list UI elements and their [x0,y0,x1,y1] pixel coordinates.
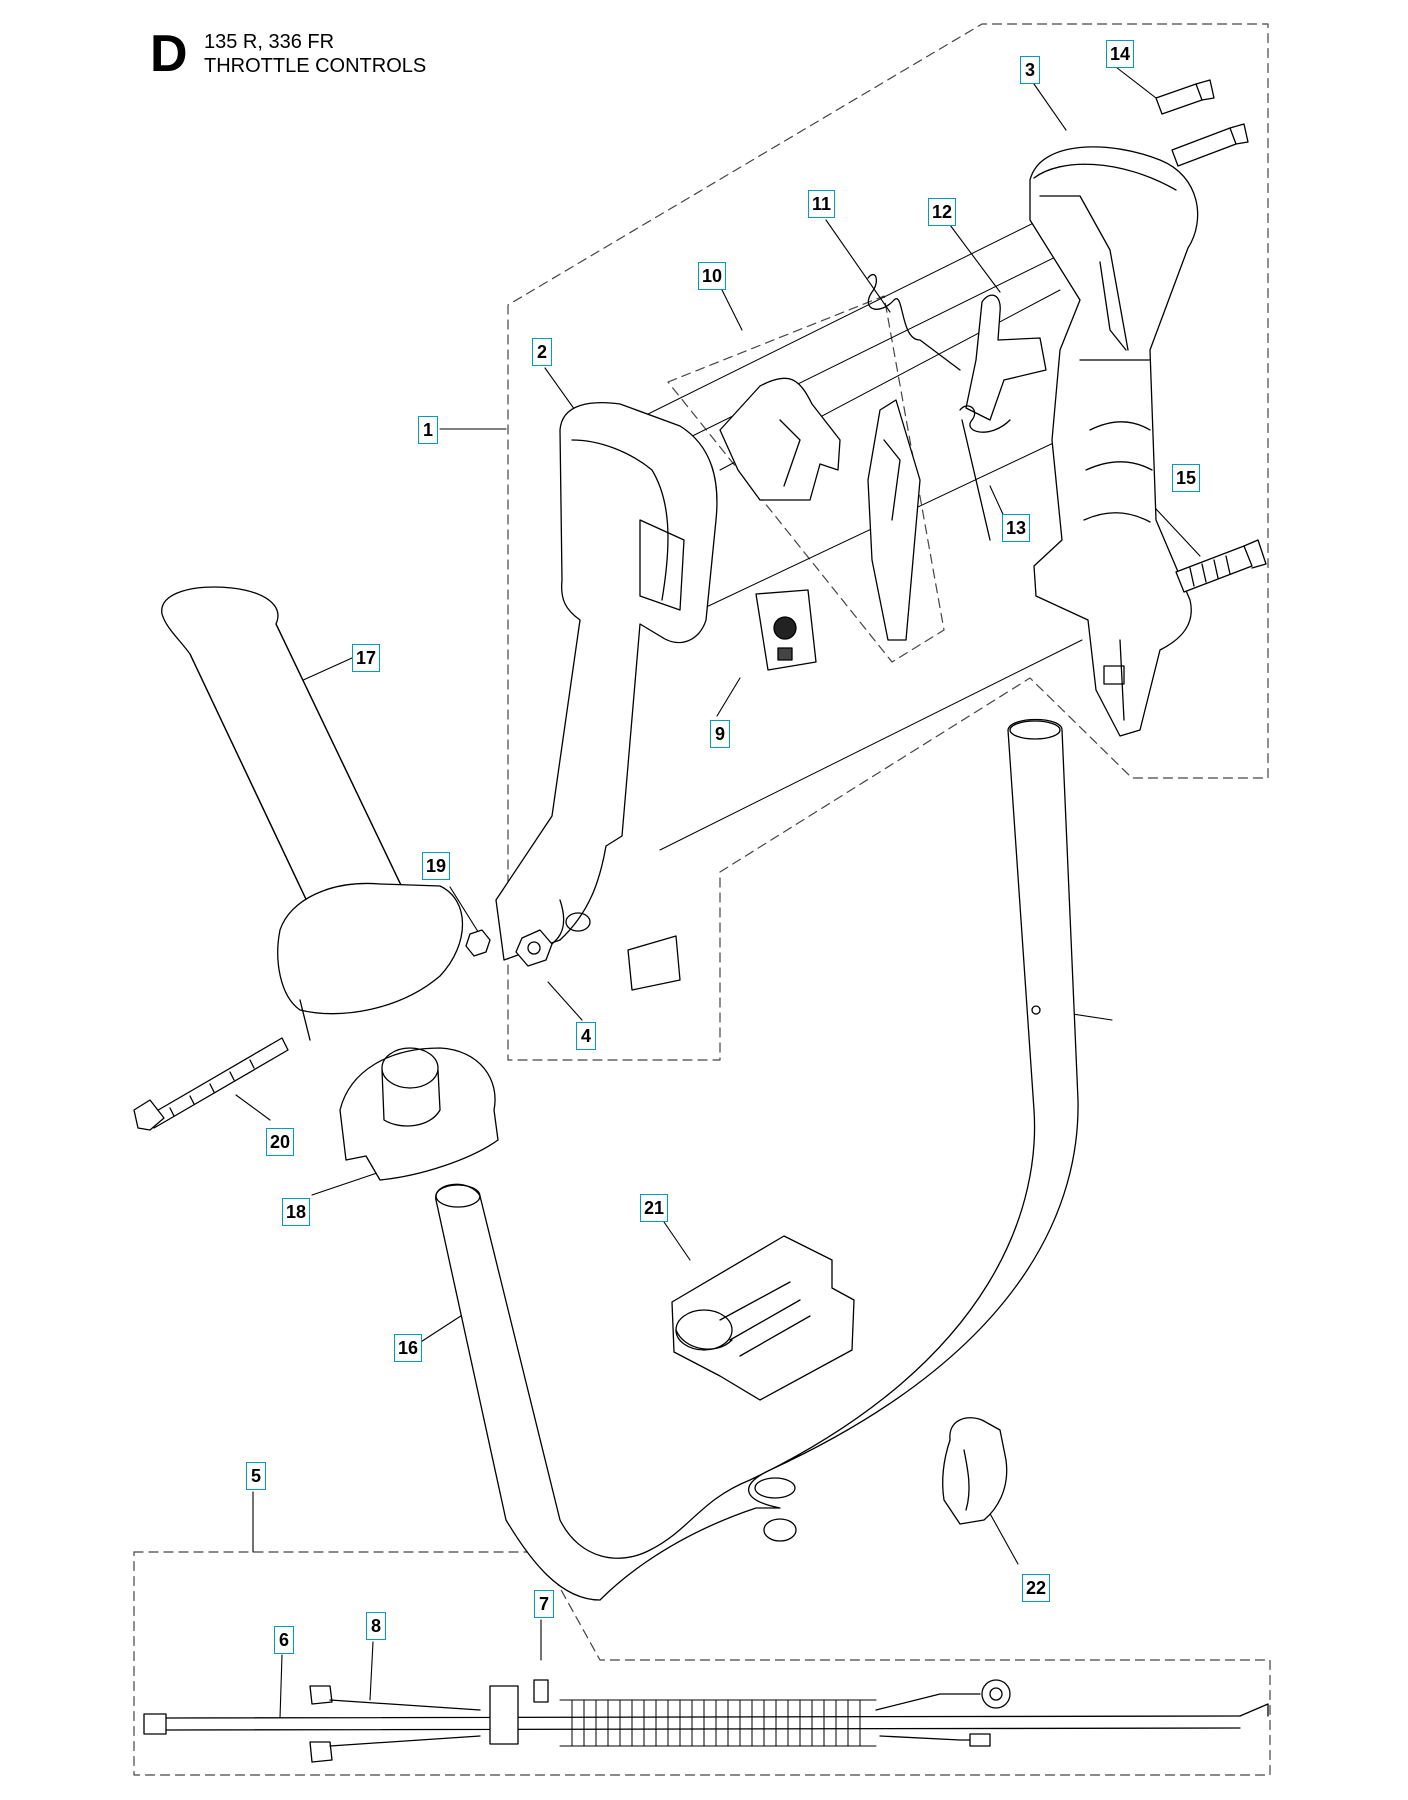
callout-part-6[interactable]: 6 [274,1626,294,1654]
leader-lines [235,63,1201,1719]
callout-part-9[interactable]: 9 [710,720,730,748]
callout-part-17[interactable]: 17 [352,644,381,672]
callout-part-16[interactable]: 16 [394,1334,423,1362]
part-16-handlebar-tube [435,718,1079,1601]
section-title: THROTTLE CONTROLS [204,55,427,77]
callout-part-15[interactable]: 15 [1172,464,1201,492]
model-title: 135 R, 336 FR [204,31,335,53]
callout-part-11[interactable]: 11 [808,190,836,218]
callout-part-22[interactable]: 22 [1022,1574,1051,1602]
part-21-clamp-block [671,1235,855,1401]
section-letter: D [150,25,188,83]
callout-part-12[interactable]: 12 [928,198,957,226]
part-11-spring [867,273,961,371]
callout-part-4[interactable]: 4 [576,1022,596,1050]
callout-part-10[interactable]: 10 [698,262,727,290]
part-13-spring [959,405,1011,541]
part-10-trigger-group [719,377,921,641]
assembly-5-boundary [133,1551,1271,1776]
part-17-grip-body [277,882,463,1041]
callout-part-13[interactable]: 13 [1002,514,1031,542]
callout-part-19[interactable]: 19 [422,852,451,880]
cable-coil [559,1699,877,1747]
callout-part-18[interactable]: 18 [282,1198,311,1226]
part-2-handle [495,402,718,991]
callout-part-20[interactable]: 20 [266,1128,295,1156]
part-22-clip [942,1417,1008,1525]
callout-part-21[interactable]: 21 [640,1194,669,1222]
cable-assembly [143,1679,1269,1763]
part-12-lever [965,294,1047,421]
part-3-throttle-housing [1029,146,1199,737]
callout-part-14[interactable]: 14 [1106,40,1135,68]
callout-part-8[interactable]: 8 [366,1612,386,1640]
callout-part-1[interactable]: 1 [418,416,438,444]
part-15-bolt [1175,539,1267,593]
part-14-screws [1155,79,1249,167]
part-20-bolt [133,1037,289,1131]
callout-part-2[interactable]: 2 [532,338,552,366]
callout-part-3[interactable]: 3 [1020,56,1040,84]
assembly-10-boundary [667,295,945,663]
part-9-switch [755,589,817,671]
part-4-19-nuts [465,929,553,967]
callout-part-7[interactable]: 7 [534,1590,554,1618]
part-18-clamp [339,1047,499,1181]
assembly-1-boundary [507,23,1269,1061]
callout-part-5[interactable]: 5 [246,1462,266,1490]
